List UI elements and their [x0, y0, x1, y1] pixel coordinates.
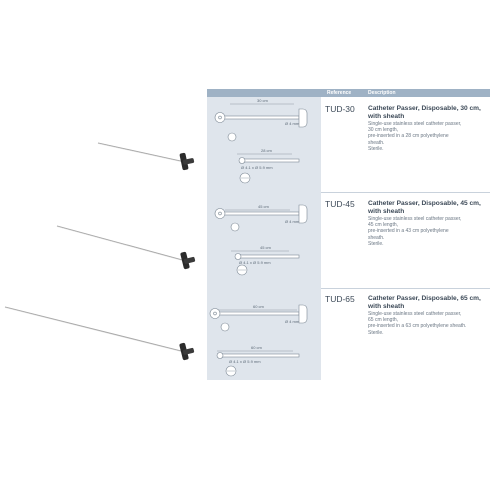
product-description: Catheter Passer, Disposable, 65 cm, with…: [368, 295, 492, 336]
drawing-passer-65: 60 cm Ø 4 mm: [209, 304, 308, 332]
table-header: [207, 89, 490, 97]
product-photos: [0, 0, 205, 500]
drawing-passer-30: 30 cm Ø 4 mm: [214, 98, 308, 142]
product-title: Catheter Passer, Disposable, 30 cm,: [368, 105, 481, 112]
drawing-passer-45: 45 cm Ø 4 mm: [214, 204, 308, 232]
description-line: Single-use stainless steel catheter pass…: [368, 216, 462, 222]
description-line: sheath.: [368, 234, 385, 241]
drawing-sheath-63: 60 cm Ø 4.1 x Ø 5.9 mm: [216, 345, 300, 377]
drawing-sheath-28: 28 cm Ø 4.1 x Ø 5.9 mm: [237, 148, 300, 184]
reference-code: TUD-65: [325, 294, 355, 304]
product-title: Catheter Passer, Disposable, 65 cm,: [368, 295, 481, 302]
catheter-passer-photo-30: [97, 142, 195, 171]
description-line: 65 cm length,: [368, 317, 399, 324]
description-line: Sterile.: [368, 329, 384, 336]
reference-code: TUD-30: [325, 104, 355, 114]
dim-sheath-length: 45 cm: [260, 245, 272, 250]
product-description: Catheter Passer, Disposable, 30 cm, with…: [368, 105, 492, 152]
description-line: 30 cm length,: [368, 127, 399, 134]
description-line: Sterile.: [368, 145, 384, 152]
header-description: Description: [368, 90, 396, 96]
header-reference: Reference: [327, 90, 352, 96]
description-line: sheath.: [368, 139, 385, 146]
description-line: Single-use stainless steel catheter pass…: [368, 311, 462, 317]
catheter-passer-photo-65: [4, 306, 195, 361]
row-divider: [321, 192, 490, 193]
catheter-passer-photo-45: [56, 225, 196, 270]
dim-sheath-diameter: Ø 4.1 x Ø 5.9 mm: [241, 165, 273, 170]
dim-passer-diameter: Ø 4 mm: [285, 319, 300, 324]
drawing-sheath-43: 45 cm Ø 4.1 x Ø 5.9 mm: [231, 245, 300, 276]
dim-sheath-diameter: Ø 4.1 x Ø 5.9 mm: [229, 359, 261, 364]
description-line: Single-use stainless steel catheter pass…: [368, 121, 462, 127]
dim-sheath-diameter: Ø 4.1 x Ø 5.9 mm: [239, 260, 271, 265]
dim-passer-length: 60 cm: [253, 304, 265, 309]
dim-passer-diameter: Ø 4 mm: [285, 219, 300, 224]
product-title: with sheath: [368, 113, 405, 120]
dim-passer-length: 30 cm: [257, 98, 269, 103]
dim-passer-diameter: Ø 4 mm: [285, 121, 300, 126]
description-line: pre-inserted in a 63 cm polyethylene she…: [368, 323, 467, 330]
description-line: pre-inserted in a 43 cm polyethylene: [368, 228, 449, 235]
drawing-panel: [207, 89, 321, 380]
description-line: Sterile.: [368, 240, 384, 247]
dim-passer-length: 45 cm: [258, 204, 270, 209]
dim-sheath-length: 60 cm: [251, 345, 263, 350]
description-line: pre-inserted in a 28 cm polyethylene: [368, 133, 449, 140]
product-title: with sheath: [368, 303, 405, 310]
dim-sheath-length: 28 cm: [261, 148, 273, 153]
product-description: Catheter Passer, Disposable, 45 cm, with…: [368, 200, 492, 247]
reference-code: TUD-45: [325, 199, 355, 209]
product-title: with sheath: [368, 208, 405, 215]
description-line: 45 cm length,: [368, 222, 399, 229]
row-divider: [321, 288, 490, 289]
product-title: Catheter Passer, Disposable, 45 cm,: [368, 200, 481, 207]
